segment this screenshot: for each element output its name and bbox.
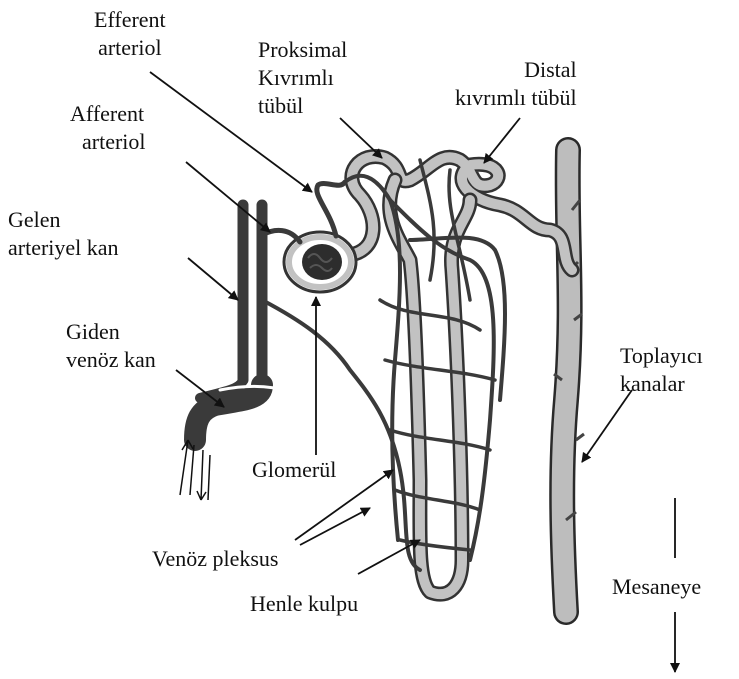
label-distal-tubul: Distal kıvrımlı tübül [455, 56, 577, 112]
label-mesaneye: Mesaneye [612, 573, 701, 601]
tubule-system [350, 156, 572, 594]
leader-toplayici [582, 390, 632, 462]
leader-proksimal [340, 118, 382, 158]
label-glomerul: Glomerül [252, 456, 336, 484]
label-gelen-line1: Gelen [8, 206, 119, 234]
label-afferent-line1: Afferent [70, 100, 146, 128]
label-efferent-line2: arteriol [94, 34, 166, 62]
label-venoz-pleksus: Venöz pleksus [152, 545, 278, 573]
label-distal-line1: Distal [455, 56, 577, 84]
label-giden-line1: Giden [66, 318, 156, 346]
bowman-capsule [284, 232, 356, 292]
label-gelen-line2: arteriyel kan [8, 234, 119, 262]
label-afferent-line2: arteriol [70, 128, 146, 156]
label-efferent-line1: Efferent [94, 6, 166, 34]
label-giden-line2: venöz kan [66, 346, 156, 374]
label-toplayici-line2: kanalar [620, 370, 703, 398]
label-toplayici-line1: Toplayıcı [620, 342, 703, 370]
label-distal-line2: kıvrımlı tübül [455, 84, 577, 112]
label-giden-kan: Giden venöz kan [66, 318, 156, 374]
label-efferent-arteriol: Efferent arteriol [94, 6, 166, 62]
label-proksimal-line2: Kıvrımlı [258, 64, 347, 92]
label-proksimal-line3: tübül [258, 92, 347, 120]
leader-distal [484, 118, 520, 163]
label-gelen-kan: Gelen arteriyel kan [8, 206, 119, 262]
leader-venoz-2 [300, 508, 370, 545]
leader-afferent [186, 162, 270, 232]
label-toplayici-kanalar: Toplayıcı kanalar [620, 342, 703, 398]
label-afferent-arteriol: Afferent arteriol [70, 100, 146, 156]
label-proksimal-line1: Proksimal [258, 36, 347, 64]
leader-gelen [188, 258, 238, 300]
label-henle-kulpu: Henle kulpu [250, 590, 358, 618]
collecting-duct [554, 150, 584, 612]
label-proksimal-tubul: Proksimal Kıvrımlı tübül [258, 36, 347, 120]
